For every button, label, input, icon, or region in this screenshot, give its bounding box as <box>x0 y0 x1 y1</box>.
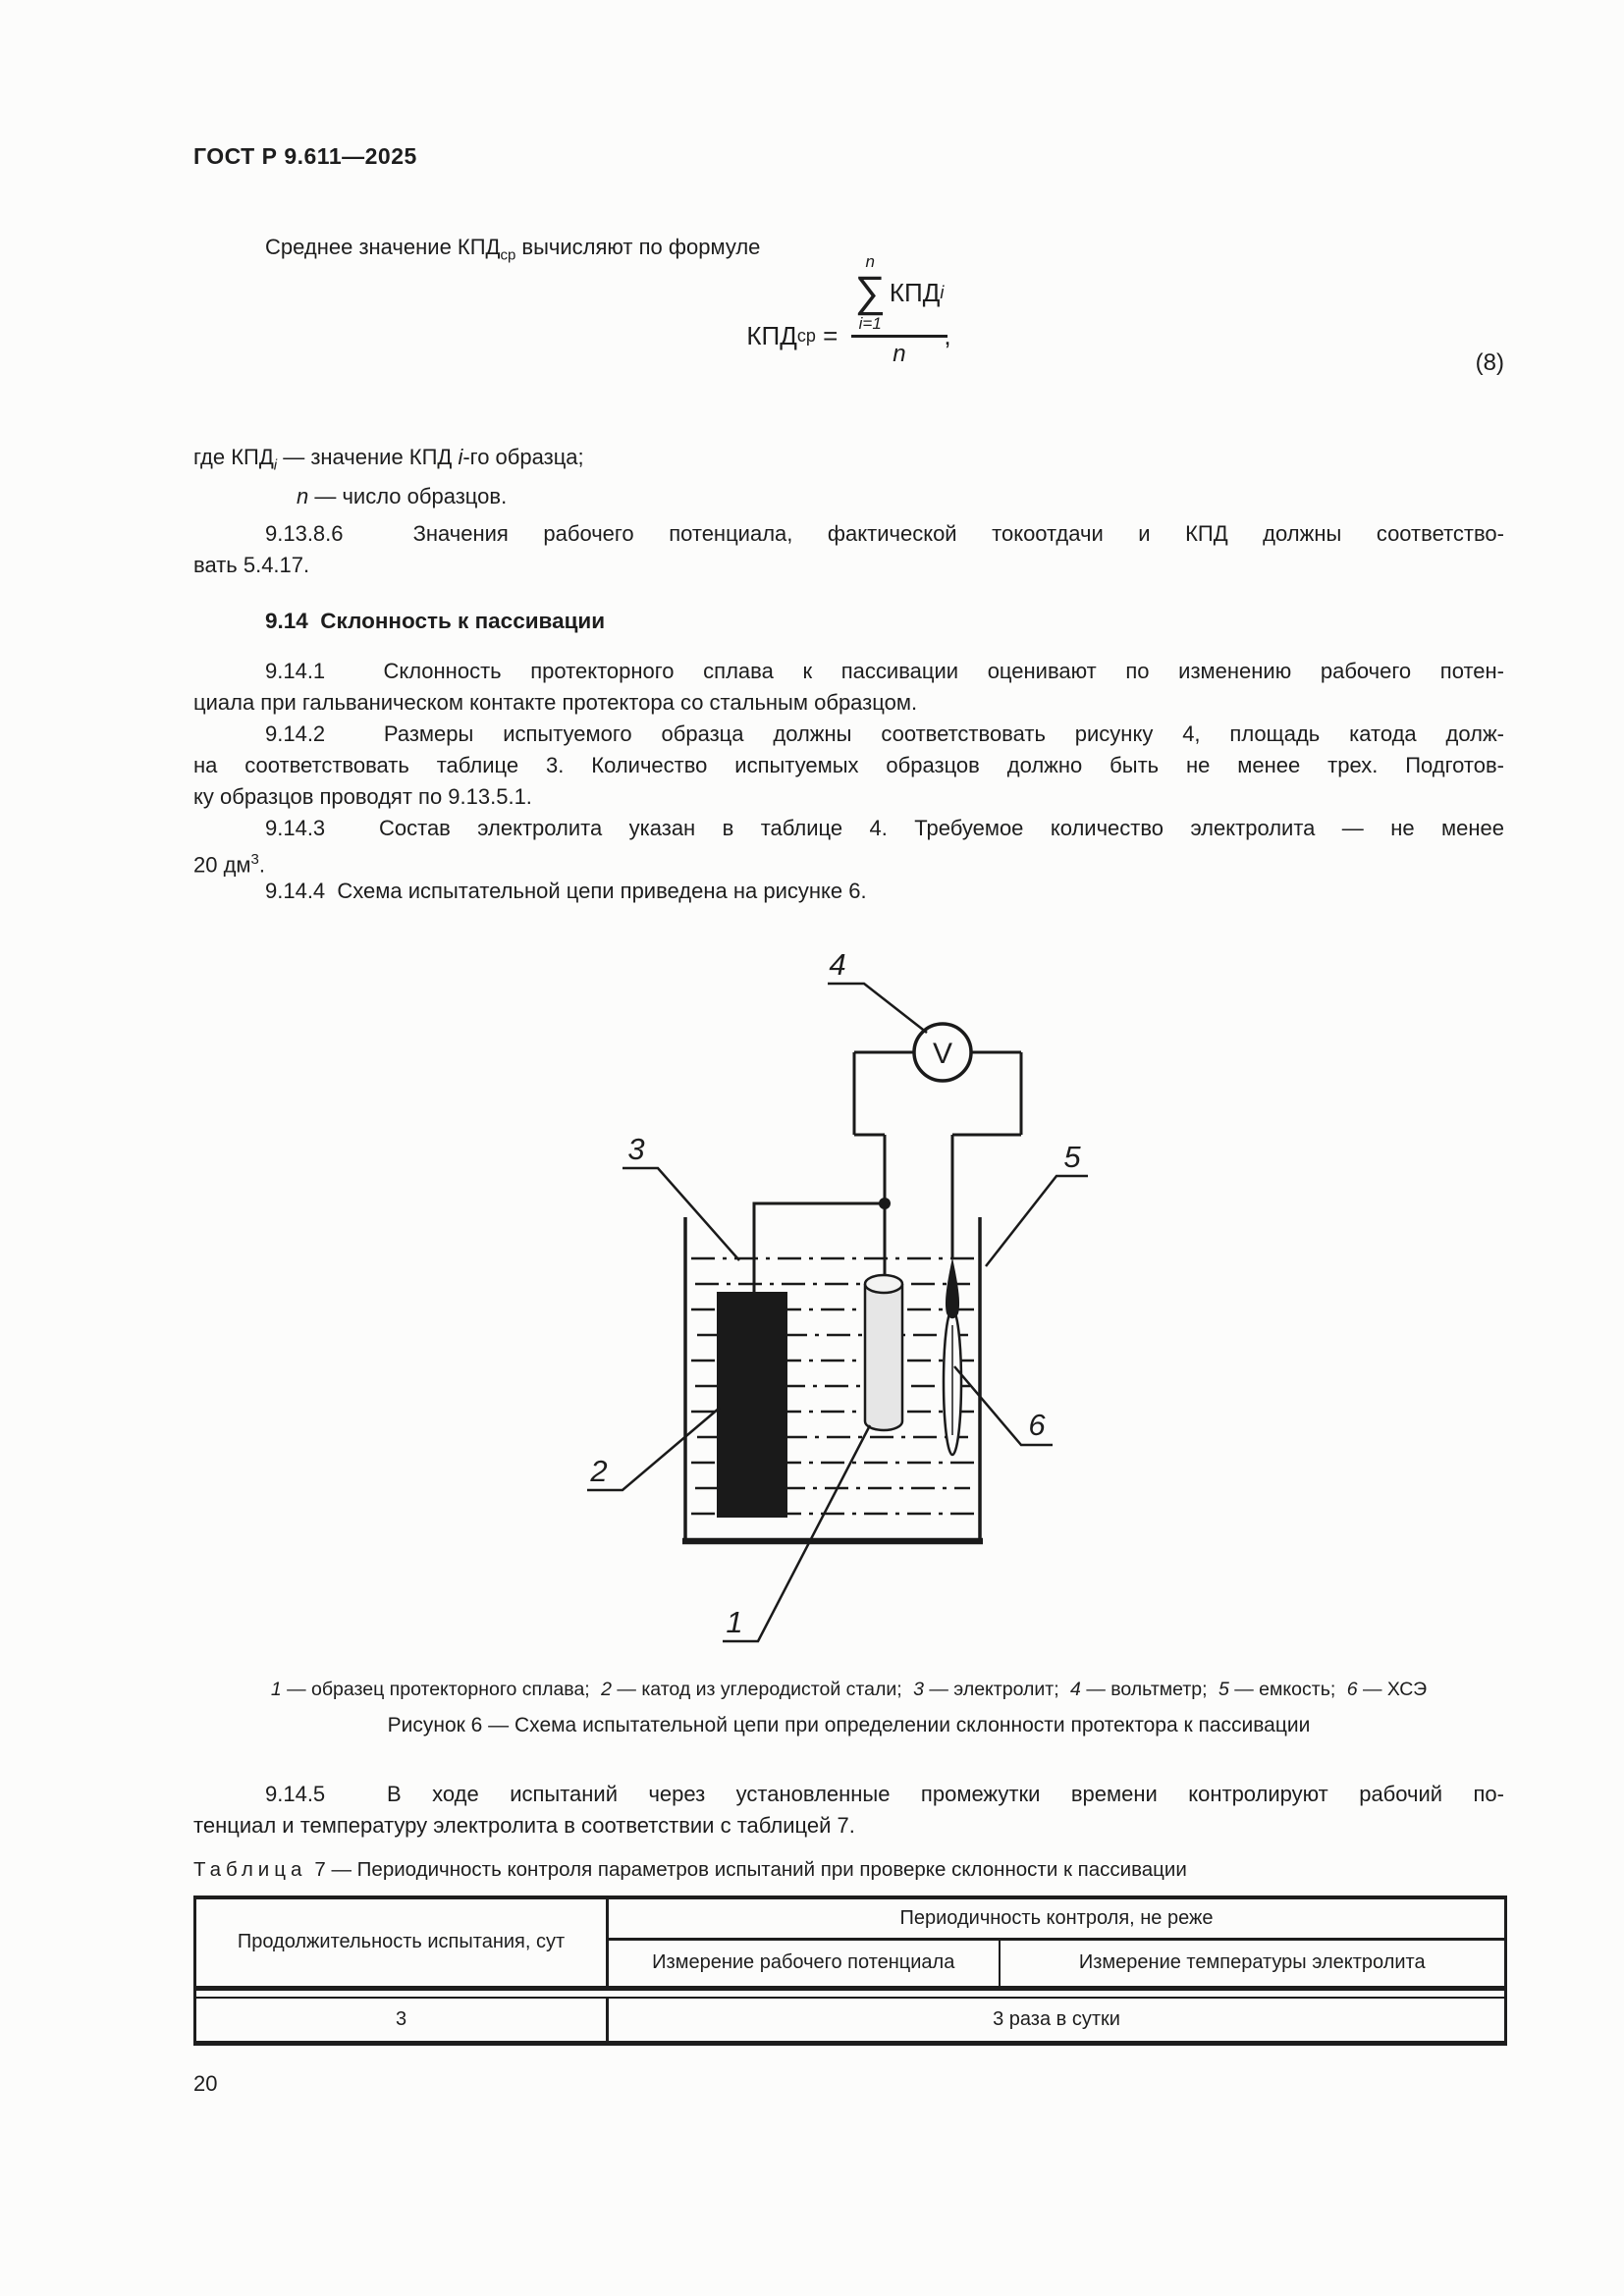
paragraph-line: циала при гальваническом контакте протек… <box>193 690 918 715</box>
legend-item: 3 — электролит; <box>913 1679 1059 1700</box>
table-header-divider <box>194 1985 1506 1999</box>
cell-duration: 3 <box>194 1997 609 2044</box>
superscript-3: 3 <box>250 851 259 868</box>
paragraph-line: 9.14.4 Схема испытательной цепи приведен… <box>265 879 867 903</box>
table-subheader-temperature: Измерение температуры электролита <box>1078 1951 1426 1973</box>
table-group-header: Периодичность контроля, не реже <box>607 1897 1506 1941</box>
formula-summand: КПД <box>889 277 941 307</box>
leader-line-3 <box>623 1166 740 1261</box>
legend-item: 6 — ХСЭ <box>1346 1679 1428 1700</box>
paragraph-9-13-8-6: 9.13.8.6 Значения рабочего потенциала, ф… <box>193 518 1504 581</box>
table-row: 3 3 раза в сутки <box>194 1997 1506 2044</box>
where2-text: — число образцов. <box>308 484 508 508</box>
fraction-bar <box>850 335 948 338</box>
circuit-wire-branch <box>752 1201 887 1296</box>
voltmeter-icon <box>912 1022 973 1083</box>
legend-item: 4 — вольтметр; <box>1070 1679 1208 1700</box>
formula-summand-subscript: i <box>940 282 945 302</box>
paragraph-line: 9.14.3 Состав электролита указан в табли… <box>265 816 1504 840</box>
paragraph-line: тенциал и температуру электролита в соот… <box>193 1813 855 1838</box>
paragraph-line: 9.13.8.6 Значения рабочего потенциала, ф… <box>265 521 1504 546</box>
paragraph-line: 9.14.1 Склонность протекторного сплава к… <box>265 659 1504 683</box>
sum-operator: n ∑ i=1 <box>855 253 886 332</box>
paragraph-line: 20 дм <box>193 852 251 878</box>
legend-item: 2 — катод из углеродистой стали; <box>601 1679 902 1700</box>
figure-6-schematic: V 4 3 <box>587 947 1088 1643</box>
intro-paragraph: Среднее значение КПДср вычисляют по форм… <box>193 232 1504 271</box>
where1-text2: — значение КПД <box>277 445 459 469</box>
where2-italic-n: n <box>297 484 309 508</box>
paragraph-9-14-5: 9.14.5 В ходе испытаний через установлен… <box>193 1779 1504 1842</box>
where1-text: где КПД <box>193 445 274 469</box>
paragraph-line: на соответствовать таблице 3. Количество… <box>193 753 1504 777</box>
figure-label-3: 3 <box>627 1132 644 1166</box>
paragraph-line: ку образцов проводят по 9.13.5.1. <box>193 784 532 809</box>
standard-designation: ГОСТ Р 9.611—2025 <box>193 143 417 169</box>
intro-text-post: вычисляют по формуле <box>515 235 761 259</box>
figure-label-4: 4 <box>829 947 845 982</box>
intro-subscript: ср <box>500 246 516 264</box>
table-7: Продолжительность испытания, сут Периоди… <box>193 1896 1508 2046</box>
table-7-title: Таблица 7 — Периодичность контроля параме… <box>193 1858 1504 1882</box>
formula-denominator: n <box>893 340 906 367</box>
paragraph-9-14-3: 9.14.3 Состав электролита указан в табли… <box>193 813 1504 881</box>
figure-caption: Рисунок 6 — Схема испытательной цепи при… <box>387 1714 1311 1736</box>
paragraph-9-14-4: 9.14.4 Схема испытательной цепи приведен… <box>193 876 1504 907</box>
paragraph-line: 9.14.5 В ходе испытаний через установлен… <box>265 1782 1504 1806</box>
leader-line-2 <box>587 1407 721 1492</box>
cell-frequency: 3 раза в сутки <box>993 2007 1120 2030</box>
wire-junction-dot <box>879 1198 891 1209</box>
formula-lhs: КПД <box>746 320 797 350</box>
section-heading-9-14: 9.14 Склонность к пассивации <box>265 609 606 633</box>
figure-legend: 1 — образец протекторного сплава; 2 — ка… <box>193 1679 1504 1701</box>
table-title-text: 7 — Периодичность контроля параметров ис… <box>314 1858 1187 1881</box>
where1-italic-i: i <box>458 445 463 469</box>
table-title-word: Таблица <box>193 1858 307 1881</box>
protector-sample-body <box>863 1284 904 1432</box>
paragraph-line: вать 5.4.17. <box>193 553 310 577</box>
table-subheader-potential: Измерение рабочего потенциала <box>607 1939 1001 1988</box>
where1-text3: -го образца; <box>462 445 584 469</box>
paragraph-9-14-1: 9.14.1 Склонность протекторного сплава к… <box>193 656 1504 719</box>
formula-lhs-subscript: ср <box>796 325 816 346</box>
leader-line-6 <box>953 1365 1053 1447</box>
legend-item: 1 — образец протекторного сплава; <box>270 1679 590 1700</box>
where-definition-2: n — число образцов. <box>193 481 1607 512</box>
where-definition-1: где КПДi — значение КПД i-го образца; <box>193 442 1504 481</box>
container-walls <box>683 1217 982 1541</box>
paragraph-9-14-2: 9.14.2 Размеры испытуемого образца должн… <box>193 719 1504 813</box>
sum-lower-limit: i=1 <box>858 314 882 334</box>
figure-label-5: 5 <box>1063 1140 1081 1174</box>
leader-line-5 <box>985 1174 1088 1267</box>
paragraph-line: 9.14.2 Размеры испытуемого образца должн… <box>265 721 1504 746</box>
formula-comma: , <box>944 320 951 350</box>
table-col1-header: Продолжительность испытания, сут <box>194 1897 609 1988</box>
leader-line-4 <box>828 982 928 1034</box>
where1-subscript: i <box>273 456 278 474</box>
intro-text-pre: Среднее значение КПД <box>265 235 501 259</box>
sigma-icon: ∑ <box>854 268 886 317</box>
sum-upper-limit: n <box>865 252 875 272</box>
circuit-wire <box>852 1050 1023 1259</box>
steel-cathode <box>717 1292 787 1518</box>
formula-equals: = <box>815 320 845 350</box>
voltmeter-letter: V <box>933 1038 952 1070</box>
page-number: 20 <box>193 2071 218 2096</box>
equation-number: (8) <box>1475 349 1504 376</box>
paragraph-line-end: . <box>258 852 266 878</box>
leader-line-1 <box>723 1424 872 1643</box>
legend-item: 5 — емкость; <box>1218 1679 1336 1700</box>
figure-label-1: 1 <box>726 1605 742 1639</box>
figure-label-2: 2 <box>589 1454 607 1488</box>
figure-label-6: 6 <box>1028 1408 1046 1442</box>
reference-electrode-tip <box>945 1257 960 1319</box>
protector-sample-top <box>863 1273 904 1295</box>
